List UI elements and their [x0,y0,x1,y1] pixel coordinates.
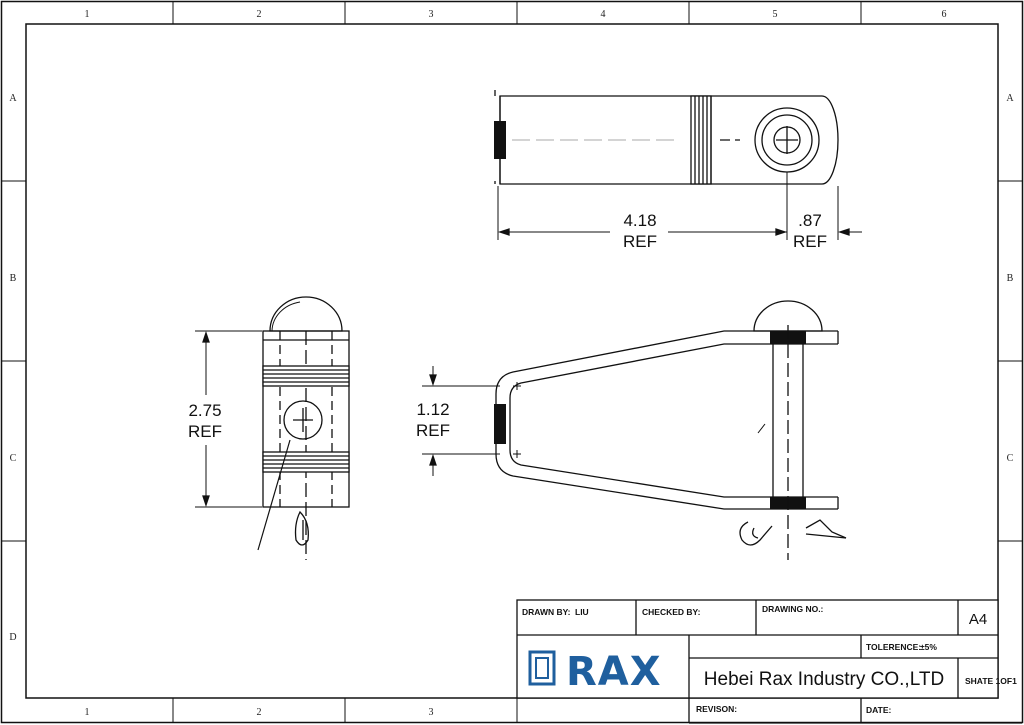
sheet-number: SHATE 1OF1 [965,676,1017,686]
zone-row-a: A [9,93,17,104]
side-view [422,300,847,560]
dim-top-end: .87 [798,211,822,230]
zone-row-c-right: C [1007,453,1014,464]
zone-col-bottom-1: 1 [85,707,90,718]
zone-col-5: 5 [773,9,778,20]
zone-row-b: B [10,273,17,284]
dim-side-width-ref: REF [416,421,450,440]
logo-mark-inner [535,657,549,679]
drawn-by-label: DRAWN BY: [522,607,571,617]
dim-left-height: 2.75 [188,401,221,420]
sheet-size: A4 [969,611,987,628]
zone-col-bottom-3: 3 [429,707,434,718]
dim-top-length-ref: REF [623,232,657,251]
zone-col-4: 4 [601,9,606,20]
zone-row-b-right: B [1007,273,1014,284]
dim-top-length: 4.18 [623,211,656,230]
company-name: Hebei Rax Industry CO.,LTD [704,669,944,690]
zone-col-2: 2 [257,9,262,20]
tolerance-label: TOLERENCE: [866,642,921,652]
zone-row-d: D [9,632,16,643]
tolerance-value: ±5% [920,642,937,652]
zone-col-3: 3 [429,9,434,20]
end-view [195,296,350,560]
dim-left-height-ref: REF [188,422,222,441]
zone-row-a-right: A [1006,93,1014,104]
date-label: DATE: [866,705,892,715]
zone-row-c: C [10,453,17,464]
drawn-by-value: LIU [575,607,589,617]
zone-labels: 1 2 3 4 5 6 1 2 3 A B C D A B C [9,9,1014,718]
revision-label: REVISON: [696,704,737,714]
zone-col-bottom-2: 2 [257,707,262,718]
dim-top-end-ref: REF [793,232,827,251]
logo-text: RAX [566,649,662,695]
inner-frame [25,23,999,699]
logo-mark-outer [528,650,556,686]
top-view [494,90,862,240]
zone-col-1: 1 [85,9,90,20]
dim-side-width: 1.12 [416,400,449,419]
drawing-no-label: DRAWING NO.: [762,604,824,614]
checked-by-label: CHECKED BY: [642,607,701,617]
title-block [516,599,1022,724]
rax-logo: RAX [528,649,662,695]
zone-col-6: 6 [942,9,947,20]
